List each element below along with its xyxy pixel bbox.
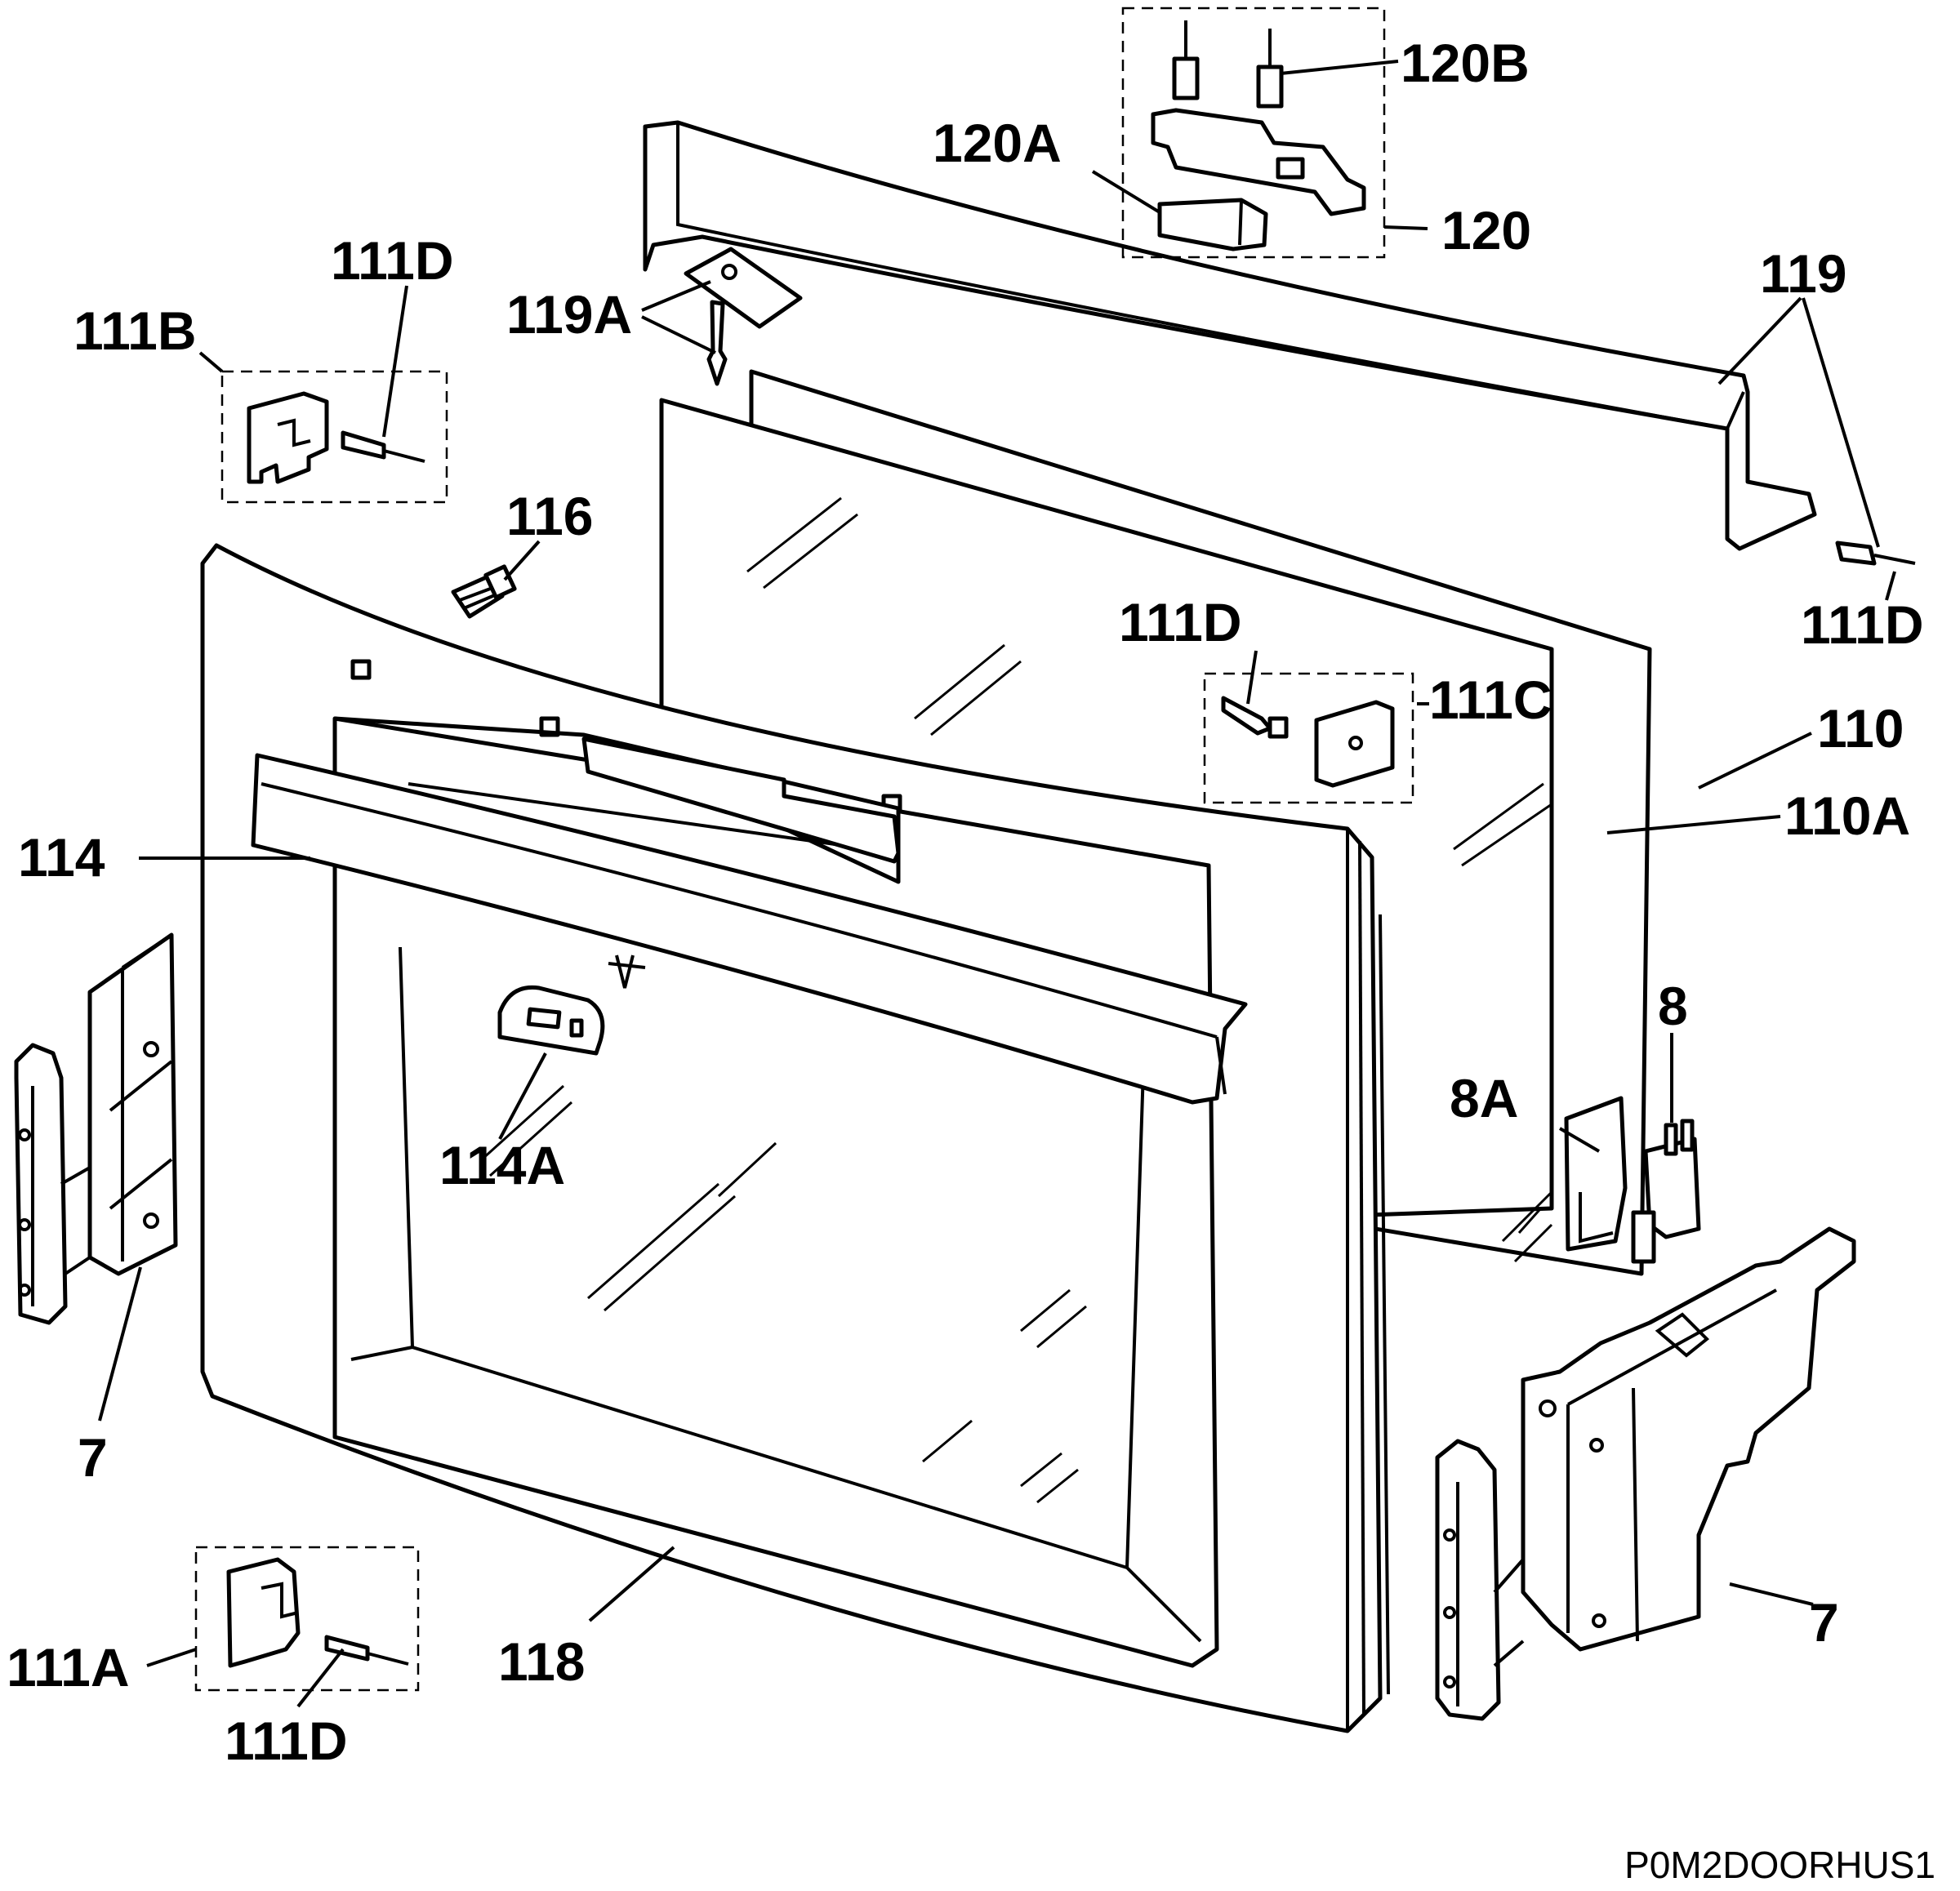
- callout-111D-mid: 111D: [1119, 592, 1242, 652]
- latch-assembly-part: [1121, 7, 1386, 259]
- callout-114: 114: [18, 827, 105, 888]
- drawing-code: P0M2DOORHUS1: [1624, 1844, 1936, 1886]
- top-trim-part: [643, 120, 1817, 551]
- pin-111d-right-part: [1835, 541, 1916, 566]
- callout-111B: 111B: [74, 300, 197, 361]
- spacer-111c-part: [1203, 672, 1414, 804]
- screw-116-part: [451, 564, 517, 619]
- callout-111A: 111A: [7, 1637, 130, 1697]
- callout-116: 116: [506, 486, 593, 546]
- callout-119A: 119A: [506, 284, 632, 345]
- callout-7-right: 7: [1809, 1592, 1839, 1653]
- callout-7-left: 7: [78, 1427, 108, 1488]
- leader-lines: [98, 60, 1896, 1708]
- callout-8A: 8A: [1450, 1068, 1518, 1128]
- callout-111D-bottom: 111D: [225, 1711, 348, 1771]
- callout-118: 118: [498, 1631, 585, 1692]
- callout-111D-right: 111D: [1801, 594, 1924, 655]
- callout-120: 120: [1441, 200, 1531, 260]
- trim-bracket-part: [684, 247, 803, 386]
- clip-111a-part: [194, 1546, 420, 1692]
- callout-111D-topleft: 111D: [331, 230, 454, 291]
- lock-114a-part: [497, 985, 605, 1056]
- handle-114-part: [251, 753, 1248, 1105]
- callout-120B: 120B: [1401, 33, 1530, 93]
- callout-110: 110: [1817, 698, 1904, 759]
- switch-8-part: [1564, 1096, 1701, 1264]
- callout-119: 119: [1760, 243, 1846, 304]
- hinge-left-part: [14, 932, 178, 1325]
- clip-111b-part: [220, 370, 448, 504]
- vent-plate-part: [334, 716, 901, 884]
- callout-8: 8: [1658, 976, 1688, 1036]
- callout-110A: 110A: [1784, 785, 1910, 846]
- hinge-right-part: [1435, 1226, 1856, 1721]
- callout-111C: 111C: [1429, 670, 1552, 730]
- callout-114A: 114A: [439, 1135, 565, 1195]
- callout-120A: 120A: [933, 113, 1062, 173]
- callout-labels: 120B 120A 120 119 119A 111D 111B 116 111…: [7, 33, 1924, 1771]
